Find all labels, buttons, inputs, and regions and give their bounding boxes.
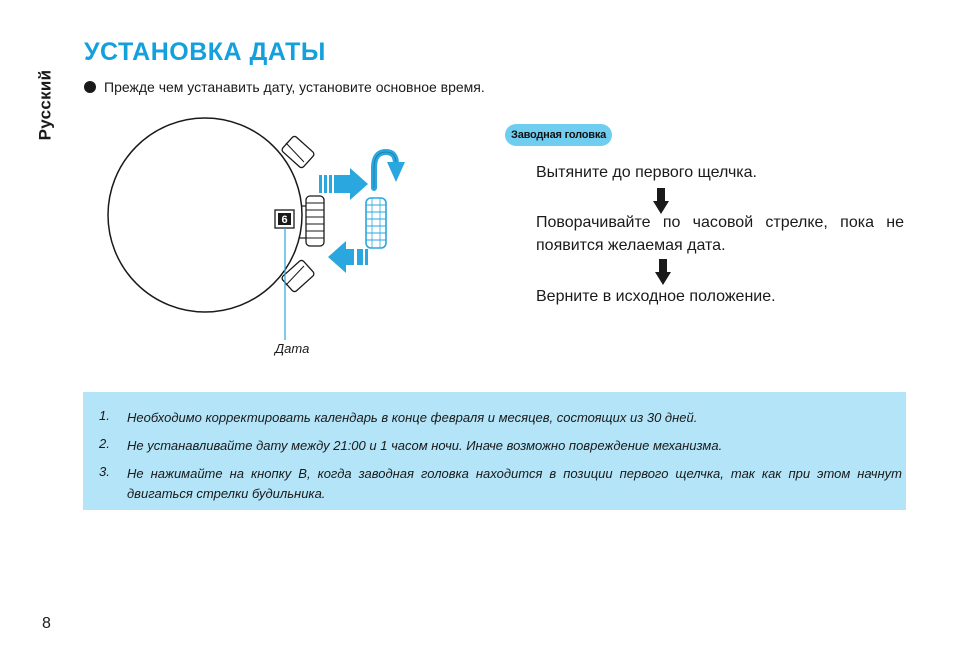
watch-case: [107, 117, 303, 313]
note-number: 1.: [99, 408, 110, 423]
intro-line: Прежде чем устанавить дату, установите о…: [84, 79, 485, 95]
intro-text: Прежде чем устанавить дату, установите о…: [104, 79, 485, 95]
crown-badge: Заводная головка: [505, 124, 613, 146]
date-window-digit: 6: [281, 214, 287, 226]
step-pull-out: Вытяните до первого щелчка.: [536, 164, 757, 181]
note-number: 3.: [99, 464, 110, 479]
note-number: 2.: [99, 436, 110, 451]
date-label: Дата: [273, 341, 309, 356]
down-arrow-icon: [655, 259, 671, 285]
rotate-clockwise-arrow-icon: [371, 148, 405, 191]
page-title: УСТАНОВКА ДАТЫ: [84, 38, 326, 66]
watch-diagram: 6 Дата: [107, 117, 405, 356]
step-push-in: Верните в исходное положение.: [536, 288, 776, 305]
lower-pusher: [281, 259, 315, 293]
pull-out-arrow-icon: [319, 168, 368, 200]
step-rotate: Поворачивайте по часовой стрелке, пока н…: [536, 214, 904, 254]
pulled-crown: [365, 197, 387, 249]
note-text: Не устанавливайте дату между 21:00 и 1 ч…: [127, 438, 723, 453]
note-text: Не нажимайте на кнопку B, когда заводная…: [127, 466, 902, 501]
down-arrow-icon: [653, 188, 669, 214]
push-in-arrow-icon: [328, 241, 368, 273]
note-text: Необходимо корректировать календарь в ко…: [127, 410, 698, 425]
upper-pusher: [281, 135, 315, 169]
page-number: 8: [42, 615, 51, 632]
notes-box: 1. Необходимо корректировать календарь в…: [83, 392, 906, 510]
bullet-icon: [84, 81, 96, 93]
crown-on-case: [297, 195, 325, 247]
language-label-text: Русский: [35, 69, 55, 141]
language-side-label: Русский: [30, 60, 60, 150]
